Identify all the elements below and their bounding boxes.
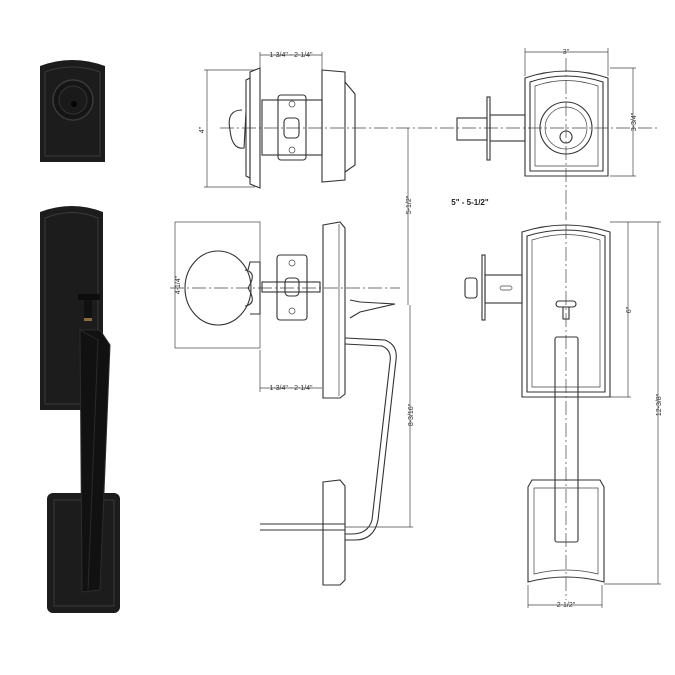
deadbolt-front-view: 3" 3-3/4"	[456, 48, 638, 220]
escutcheon-height-dim: 6"	[626, 306, 633, 313]
handleset-side-view: 4-1/4" 8-3/16" 1-3/4" - 2-1/4"	[174, 221, 415, 586]
deadbolt-thickness-dim: 1-3/4" - 2-1/4"	[269, 52, 313, 59]
deadbolt-width-dim: 3"	[563, 49, 570, 56]
handleset-thickness-dim: 1-3/4" - 2-1/4"	[269, 385, 313, 392]
handleset-photo	[40, 206, 120, 613]
backset-range-label: 5" - 5-1/2"	[451, 198, 489, 207]
escutcheon-width-dim: 2-1/2"	[557, 602, 576, 609]
overall-height-dim: 12-3/8"	[656, 393, 663, 416]
deadbolt-height-dim: 4"	[199, 126, 206, 133]
center-to-center-dim: 5-1/2"	[406, 195, 413, 214]
deadbolt-photo	[40, 60, 105, 162]
knob-height-dim: 4-1/4"	[175, 275, 182, 294]
grip-length-dim: 8-3/16"	[408, 403, 415, 426]
deadbolt-side-view: 1-3/4" - 2-1/4" 4"	[199, 52, 356, 189]
handleset-front-view: 6" 12-3/8" 2-1/2"	[464, 221, 663, 609]
deadbolt-front-height-dim: 3-3/4"	[631, 112, 638, 131]
